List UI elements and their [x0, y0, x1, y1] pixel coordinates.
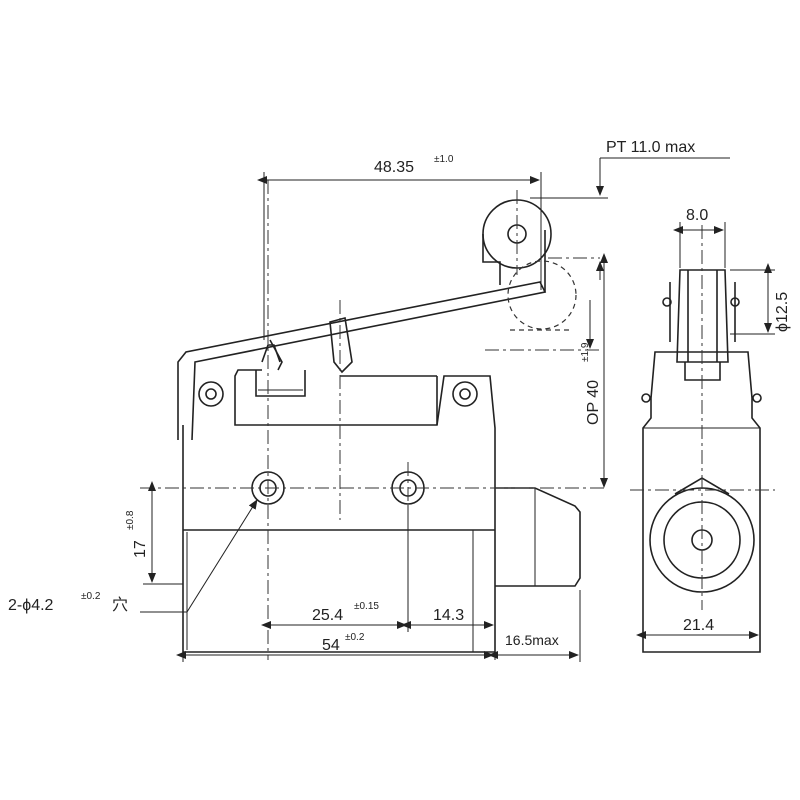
dimension-lines — [140, 157, 775, 662]
dim-54-tol: ±0.2 — [345, 632, 365, 643]
dimension-labels: 48.35 ±1.0 PT 11.0 max 8.0 ϕ12.5 OP 40 ±… — [8, 139, 791, 654]
mount-screw-left — [198, 381, 224, 407]
dim-op-40-tol: ±1.9 — [580, 342, 591, 362]
dim-8-0: 8.0 — [686, 207, 708, 224]
actuator-lever — [177, 281, 547, 441]
dim-25-4: 25.4 — [312, 607, 343, 624]
dim-16-5max: 16.5max — [505, 632, 559, 648]
dim-op-40: OP 40 — [585, 380, 602, 425]
dim-17-tol: ±0.8 — [125, 510, 136, 530]
side-roller — [676, 269, 729, 363]
dim-hole-tol: ±0.2 — [81, 591, 101, 602]
dim-phi-12-5: ϕ12.5 — [774, 292, 791, 332]
dim-25-4-tol: ±0.15 — [354, 601, 379, 612]
dim-17: 17 — [132, 540, 149, 558]
dim-14-3: 14.3 — [433, 607, 464, 624]
dim-48-35-tol: ±1.0 — [434, 154, 454, 165]
roller-operated-position — [507, 260, 577, 330]
side-body — [642, 351, 761, 653]
dim-hole: 2-ϕ4.2 — [8, 597, 54, 614]
conduit-boss — [495, 487, 581, 587]
dim-54: 54 — [322, 637, 340, 654]
front-view — [140, 180, 605, 660]
mount-screw-right — [452, 381, 478, 407]
side-view — [630, 225, 775, 653]
dim-21-4: 21.4 — [683, 617, 714, 634]
dim-48-35: 48.35 — [374, 159, 414, 176]
dim-hole-suffix: 穴 — [112, 596, 128, 614]
dim-pt: PT 11.0 max — [606, 139, 695, 156]
